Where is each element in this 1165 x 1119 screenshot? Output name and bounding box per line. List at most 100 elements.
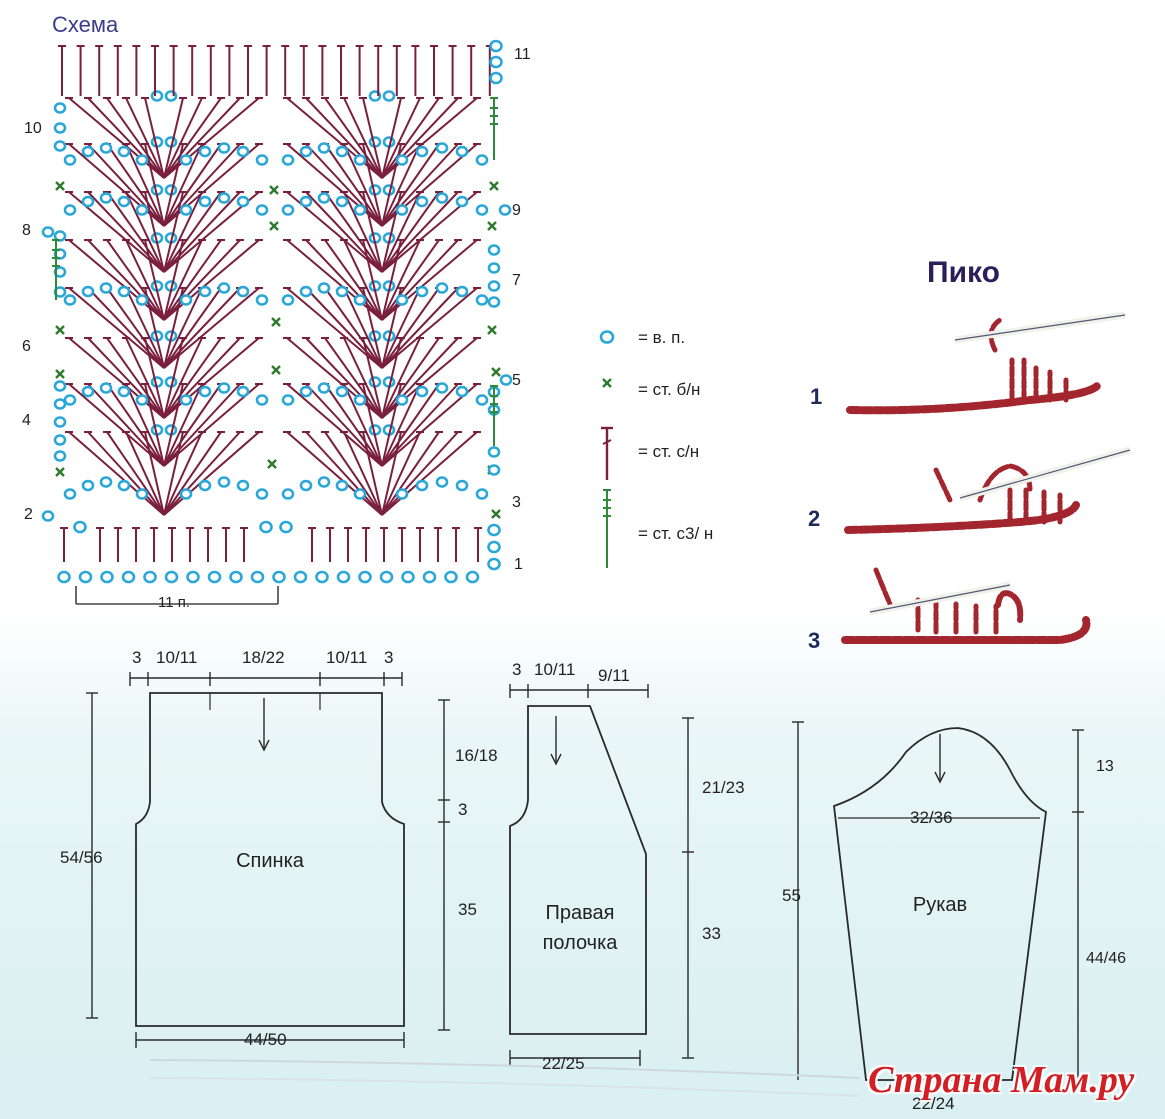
chain-stitch — [186, 570, 200, 584]
back-outline — [135, 692, 405, 1027]
dc-stitch — [68, 337, 165, 419]
chain-stitch — [217, 142, 231, 154]
yarn — [995, 590, 1024, 623]
dc-stitch — [286, 143, 383, 227]
sc-stitch — [271, 365, 281, 375]
dc-stitch — [163, 97, 241, 179]
dc-stitch — [163, 287, 203, 369]
chain-stitch — [53, 140, 67, 152]
back-top-dim: 3 — [132, 648, 142, 667]
dc-stitch — [305, 287, 383, 369]
chain-stitch — [415, 145, 429, 158]
chain-stitch — [317, 142, 331, 154]
sc-stitch — [55, 369, 65, 379]
row-number: 2 — [24, 506, 33, 523]
chain-stitch — [335, 479, 349, 492]
dc-stitch — [87, 431, 165, 516]
sc-stitch — [267, 459, 277, 469]
dc-stitch — [381, 239, 459, 321]
back-top-dim: 10/11 — [326, 648, 368, 667]
chain-stitch — [81, 479, 95, 492]
chain-stitch — [455, 385, 469, 398]
chain-stitch — [236, 145, 250, 158]
picot-title: Пико — [927, 256, 1000, 289]
dc-stitch — [381, 383, 459, 467]
dc-stitch — [381, 431, 421, 516]
legend-dc-icon — [602, 439, 612, 445]
page-edge — [149, 1077, 861, 1097]
chain-stitch — [435, 476, 449, 488]
dc-stitch — [286, 97, 383, 179]
chain-stitch — [198, 285, 212, 298]
dc-stitch — [144, 287, 165, 369]
chain-stitch — [198, 195, 212, 208]
sc-stitch — [487, 325, 497, 335]
sleeve-bottom-dim: 22/24 — [912, 1094, 955, 1113]
chain-stitch — [455, 145, 469, 158]
yarn — [844, 501, 1080, 534]
chain-stitch — [41, 510, 55, 522]
front-top-dim: 10/11 — [534, 660, 576, 679]
dc-stitch — [381, 431, 478, 516]
row-number: 4 — [22, 412, 31, 429]
dc-stitch — [163, 383, 203, 467]
chain-stitch — [117, 145, 131, 158]
chain-stitch — [135, 394, 149, 406]
chain-stitch — [435, 192, 449, 204]
row-number: 10 — [24, 120, 42, 137]
back-piece-label: Спинка — [236, 850, 304, 872]
chain-stitch — [487, 262, 501, 274]
chain-stitch — [435, 142, 449, 154]
dc-stitch — [305, 143, 383, 227]
chain-stitch — [336, 570, 351, 584]
dc-stitch — [163, 239, 241, 321]
back-top-dim: 18/22 — [242, 648, 285, 667]
yarn — [933, 467, 953, 503]
chain-stitch — [299, 285, 313, 298]
chain-stitch — [489, 71, 503, 85]
chain-stitch — [281, 488, 295, 500]
sc-stitch — [491, 509, 501, 519]
dc-stitch — [343, 337, 383, 419]
chain-stitch — [435, 382, 449, 394]
sleeve-right-dim: 13 — [1096, 758, 1114, 775]
dc-stitch — [362, 287, 383, 369]
dc-stitch — [163, 97, 260, 179]
grain-arrow-head — [550, 753, 562, 766]
dc-stitch — [381, 191, 421, 273]
chain-stitch — [353, 294, 367, 306]
chain-stitch — [317, 382, 331, 394]
row-number: 9 — [512, 202, 521, 219]
picot-step-number: 3 — [808, 628, 821, 653]
chain-stitch — [135, 154, 149, 166]
chain-stitch — [255, 204, 269, 216]
front-top-dim: 9/11 — [598, 666, 630, 685]
chain-stitch — [279, 520, 293, 534]
sc-stitch — [491, 367, 501, 377]
yarn — [841, 616, 1091, 645]
dc-stitch — [163, 239, 260, 321]
dc-stitch — [343, 191, 383, 273]
dc-stitch — [163, 431, 241, 516]
dc-stitch — [144, 383, 165, 467]
row-number: 5 — [512, 372, 521, 389]
dc-stitch — [343, 431, 383, 516]
chain-stitch — [78, 570, 93, 584]
chain-stitch — [179, 294, 193, 306]
dc-stitch — [163, 383, 184, 467]
sc-stitch — [55, 325, 65, 335]
dc-stitch — [381, 431, 459, 516]
yarn — [1009, 357, 1069, 403]
chain-stitch — [335, 195, 349, 208]
chain-stitch — [53, 380, 67, 392]
chain-stitch — [143, 570, 157, 584]
dc-stitch — [87, 287, 165, 369]
back-bottom-dim: 44/50 — [244, 1030, 287, 1049]
chain-stitch — [164, 570, 179, 584]
chain-stitch — [455, 479, 469, 492]
chain-stitch — [121, 570, 136, 584]
front-label-line: полочка — [542, 932, 618, 954]
chain-stitch — [99, 142, 113, 154]
dc-stitch — [286, 287, 383, 369]
